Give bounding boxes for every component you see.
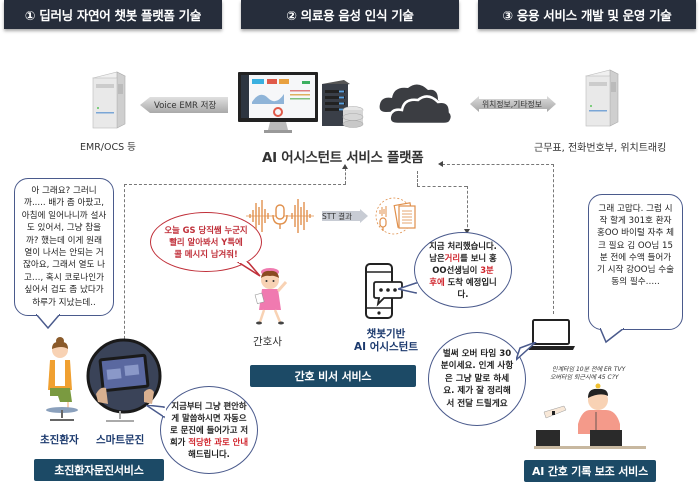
record-assistant-speech-bubble: 벌써 오버 타임 30분이세요. 인계 사항은 그냥 말로 하세요. 제가 잘 … (428, 332, 526, 426)
patient-label: 초진환자 (40, 434, 79, 446)
connector-platform-to-chatbot-h (417, 186, 467, 187)
nurse-bubble-tail (235, 260, 262, 282)
chair-icon (98, 410, 142, 424)
connector-platform-up (345, 168, 346, 184)
stt-result-label: STT 결과 (322, 212, 352, 221)
laptop-icon (527, 318, 575, 352)
chatbot-label-line1: 챗봇기반 (366, 328, 406, 340)
nurse-speech-line: 콜 메시지 남겨줘! (174, 249, 238, 259)
connector-patient-to-platform-h (124, 184, 346, 185)
chatbot-bubble-tail (395, 280, 418, 299)
chatbot-speech-bubble: 지금 처리했습니다. 남은거리를 보니 홍OO선생님이 3분 후에 도착 예정입… (414, 232, 512, 308)
ai-nursing-record-service-bar: AI 간호 기록 보조 서비스 (524, 460, 656, 482)
arrow-left-icon (438, 161, 443, 167)
patient-speech-text: 아 그래요? 그러니까..... 배가 좀 아팠고, 아침에 일어나니까 설사도… (21, 186, 107, 308)
connector-platform-to-chatbot-v2 (467, 186, 468, 232)
chatbot-highlight-time: 3분 후에 (429, 265, 494, 287)
connector-platform-to-chatbot-v1 (417, 171, 418, 186)
chatbot-text: 지금 처리했습니다. 남은 (429, 241, 497, 263)
schedule-server-icon (580, 68, 622, 128)
handwriting-note-line: 오버타임 퇴근시에 45 C?Y (550, 374, 619, 381)
server-database-icon (320, 80, 364, 130)
record-bubble-tail (514, 341, 538, 368)
smart-questionnaire-speech-bubble: 지금부터 그냥 편안하게 말씀하시면 자동으로 문진에 들어가고 저희가 적당한… (160, 386, 258, 474)
chatbot-text: 도착 예정입니다. (444, 277, 497, 299)
smart-questionnaire-label: 스마트문진 (96, 434, 145, 446)
busy-nurse-illustration: 인계타임 10분 전에 ER TVY 오버타임 퇴근시에 45 C?Y (530, 364, 650, 450)
voice-emr-label: Voice EMR 저장 (154, 101, 217, 111)
platform-title: AI 어시스턴트 서비스 플랫폼 (262, 150, 424, 166)
arrow-up-icon (342, 164, 348, 169)
stt-document-icon (372, 196, 422, 236)
nurse-figure-icon (250, 266, 294, 326)
doctor-bubble-tail (598, 327, 627, 348)
record-bubble-text: 벌써 오버 타임 30분이세요. 인계 사항은 그냥 말로 하세요. 제가 잘 … (440, 348, 514, 409)
stt-result-arrow: STT 결과 (322, 209, 368, 223)
handwriting-note-line: 인계타임 10분 전에 ER TVY (552, 366, 626, 373)
chatbot-label-line2: AI 어시스턴트 (354, 341, 418, 353)
chatbot-label: 챗봇기반 AI 어시스턴트 (354, 328, 418, 354)
smart-questionnaire-tablet-icon (86, 338, 162, 414)
header-app-service-dev: ③ 응용 서비스 개발 및 운영 기술 (478, 0, 696, 29)
patient-speech-bubble: 아 그래요? 그러니까..... 배가 좀 아팠고, 아침에 일어나니까 설사도… (14, 178, 114, 316)
emr-server-icon (87, 70, 129, 130)
chatbot-highlight-distance: 거리 (444, 253, 461, 263)
patient-bubble-tail (34, 313, 62, 334)
smart-bubble-tail (145, 404, 166, 423)
smart-bubble-highlight: 적당한 과로 안내 (188, 437, 249, 447)
doctor-speech-text: 그래 고맙다. 그럼 시작 할게 301호 환자 홍OO 바이털 자추 체크 필… (596, 204, 675, 288)
header-deep-learning-chatbot: ① 딥러닝 자연어 챗봇 플랫폼 기술 (4, 0, 222, 29)
patient-questionnaire-service-bar: 초진환자문진서비스 (34, 459, 164, 481)
voice-emr-arrow: Voice EMR 저장 (140, 97, 228, 113)
arrow-down-icon (464, 229, 470, 234)
chatbot-phone-icon (362, 262, 404, 322)
connector-record-to-platform-h (442, 164, 554, 165)
nurse-label: 간호사 (253, 336, 282, 348)
patient-figure-icon (40, 336, 82, 424)
nurse-speech-line: 오늘 GS 당직쌤 누군지 (164, 225, 248, 235)
connector-record-to-platform-v (553, 164, 554, 314)
cloud-icon (378, 80, 454, 126)
emr-system-label: EMR/OCS 등 (80, 142, 136, 153)
dashboard-monitor-icon (238, 72, 318, 134)
header-medical-speech-recognition: ② 의료용 음성 인식 기술 (241, 0, 459, 29)
doctor-speech-bubble: 그래 고맙다. 그럼 시작 할게 301호 환자 홍OO 바이털 자추 체크 필… (588, 194, 683, 330)
nurse-speech-line: 빨리 알아봐서 Y특에 (169, 237, 243, 247)
connector-patient-to-platform-v (124, 184, 125, 344)
schedule-system-label: 근무표, 전화번호부, 위치트래킹 (534, 143, 667, 154)
smart-bubble-text: 해드립니다. (188, 449, 230, 459)
location-info-label: 위치정보,기타정보 (482, 100, 542, 109)
sound-wave-mic-icon (246, 195, 314, 237)
chatbot-text: 를 보니 홍OO선생님이 (432, 253, 497, 275)
nurse-assistant-service-bar: 간호 비서 서비스 (250, 365, 416, 387)
location-info-arrow: 위치정보,기타정보 (470, 96, 556, 112)
smart-bubble-text: 지금부터 그냥 편안하게 말씀하시면 자동으로 문진에 들어가고 저희가 (169, 401, 249, 447)
